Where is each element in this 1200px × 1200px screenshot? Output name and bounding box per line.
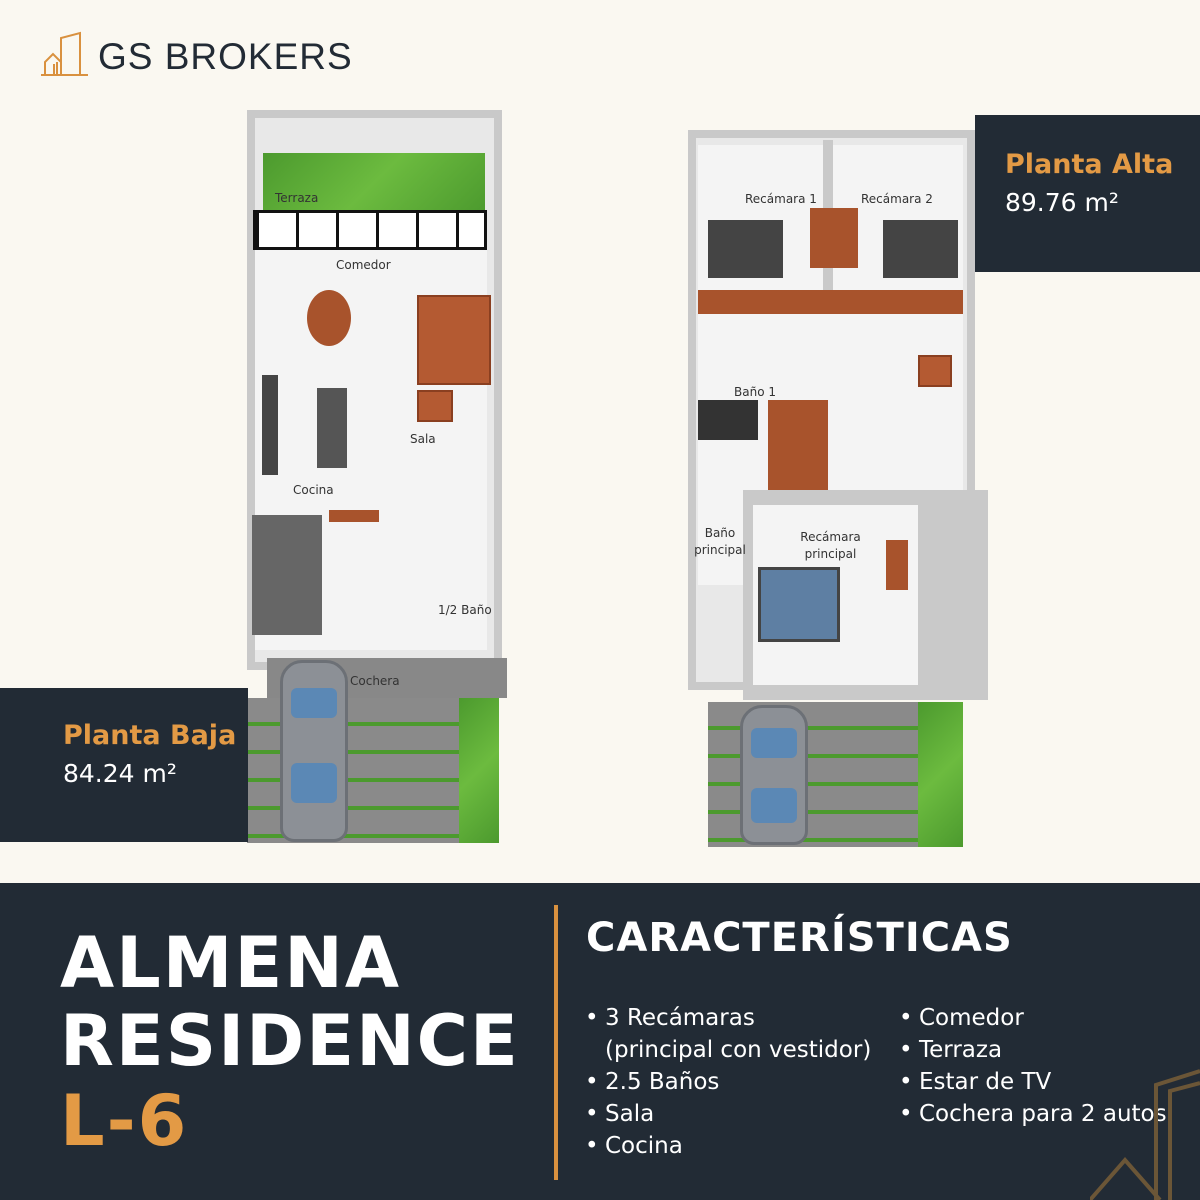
ground-floor-plan: Terraza Comedor Sala Cocina 1/2 Baño Coc… [237, 110, 507, 845]
upper-floor-area-box: Planta Alta 89.76 m² [975, 115, 1200, 272]
room-label-bano-1: Baño 1 [734, 385, 776, 399]
ground-floor-area-box: Planta Baja 84.24 m² [0, 688, 248, 842]
feature-item: Cocina [585, 1130, 871, 1162]
room-label-recamara-principal: Recámara principal [800, 530, 861, 561]
feature-item: Estar de TV [899, 1066, 1167, 1098]
ground-floor-title: Planta Baja [63, 720, 237, 751]
room-label-cocina: Cocina [293, 483, 334, 497]
room-label-sala: Sala [410, 432, 436, 446]
feature-item: 3 Recámaras [585, 1002, 871, 1034]
feature-item: Terraza [899, 1034, 1167, 1066]
property-lot: L-6 [60, 1080, 189, 1162]
room-label-cochera: Cochera [350, 674, 400, 688]
feature-item: Cochera para 2 autos [899, 1098, 1167, 1130]
room-label-bano-principal: Baño principal [694, 526, 746, 557]
upper-floor-area: 89.76 m² [1005, 188, 1119, 217]
property-name-line2: RESIDENCE [60, 1000, 520, 1082]
features-list-1: 3 Recámaras (principal con vestidor) 2.5… [585, 1002, 871, 1162]
room-label-recamara-2: Recámara 2 [861, 192, 933, 206]
feature-item: Sala [585, 1098, 871, 1130]
upper-floor-plan: Recámara 1 Recámara 2 Baño 1 Baño princi… [688, 110, 988, 850]
feature-item: 2.5 Baños [585, 1066, 871, 1098]
feature-item-detail: (principal con vestidor) [605, 1037, 872, 1063]
ground-floor-area: 84.24 m² [63, 759, 177, 788]
decorative-building-icon [1090, 1069, 1200, 1200]
info-band: ALMENA RESIDENCE L-6 CARACTERÍSTICAS 3 R… [0, 883, 1200, 1200]
divider [554, 905, 558, 1180]
room-label-terraza: Terraza [275, 191, 319, 205]
room-label-medio-bano: 1/2 Baño [438, 603, 492, 617]
upper-floor-title: Planta Alta [1005, 149, 1174, 180]
brand-name: GS BROKERS [98, 36, 353, 77]
room-label-comedor: Comedor [336, 258, 391, 272]
property-name-line1: ALMENA [60, 922, 402, 1004]
features-list-2: Comedor Terraza Estar de TV Cochera para… [899, 1002, 1167, 1130]
features-heading: CARACTERÍSTICAS [586, 915, 1013, 961]
brand-logo-icon [41, 31, 88, 76]
feature-item: Comedor [899, 1002, 1167, 1034]
room-label-recamara-1: Recámara 1 [745, 192, 817, 206]
